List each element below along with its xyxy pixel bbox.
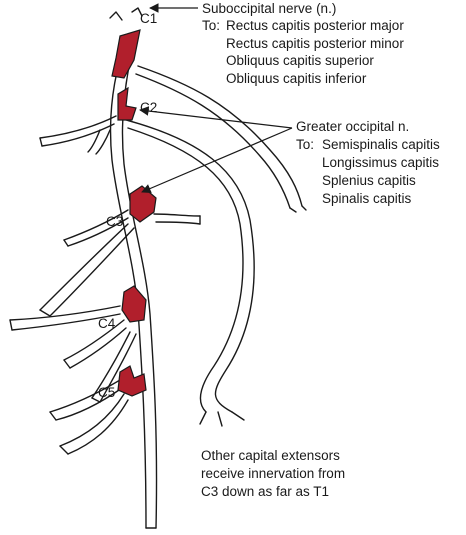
c1-lateral-branch bbox=[137, 65, 303, 207]
root-c4 bbox=[121, 285, 147, 323]
level-label-c3: C3 bbox=[106, 214, 124, 229]
suboccipital-muscle-item: Rectus capitis posterior major bbox=[226, 18, 404, 33]
greater-occipital-to-prefix: To: bbox=[296, 137, 315, 152]
level-label-c4: C4 bbox=[98, 316, 116, 331]
note-line: C3 down as far as T1 bbox=[201, 484, 330, 499]
greater-occipital-muscle-item: Spinalis capitis bbox=[322, 191, 412, 206]
greater-occipital-muscle-item: Longissimus capitis bbox=[322, 155, 440, 170]
level-label-c1: C1 bbox=[140, 11, 158, 26]
c2-left-branch bbox=[39, 115, 117, 139]
greater-occipital-muscle-item: Splenius capitis bbox=[322, 173, 416, 188]
suboccipital-title: Suboccipital nerve (n.) bbox=[202, 1, 337, 16]
leader-arrows bbox=[139, 3, 293, 194]
note-line: Other capital extensors bbox=[201, 448, 340, 463]
c5-left-branch bbox=[49, 379, 121, 413]
c4-left-branch bbox=[9, 305, 121, 321]
root-c5 bbox=[117, 365, 147, 397]
long-lateral-branch-inner bbox=[127, 127, 244, 413]
suboccipital-muscle-item: Rectus capitis posterior minor bbox=[226, 36, 404, 51]
c3-descending-branch bbox=[39, 223, 129, 311]
greater-occipital-arrow-c2 bbox=[139, 106, 293, 129]
greater-occipital-title: Greater occipital n. bbox=[296, 119, 410, 134]
nerve-roots bbox=[111, 29, 157, 397]
greater-occipital-muscle-item: Semispinalis capitis bbox=[322, 137, 440, 152]
main-trunk bbox=[109, 39, 147, 529]
suboccipital-to-prefix: To: bbox=[202, 18, 221, 33]
c3-left-branch bbox=[63, 209, 129, 241]
suboccipital-muscle-item: Obliquus capitis inferior bbox=[226, 71, 367, 86]
long-lateral-branch bbox=[125, 119, 255, 413]
suboccipital-muscle-item: Obliquus capitis superior bbox=[226, 53, 374, 68]
note-line: receive innervation from bbox=[201, 466, 346, 481]
greater-occipital-arrow-c3 bbox=[141, 127, 293, 194]
root-c1 bbox=[111, 29, 141, 79]
root-c2 bbox=[117, 86, 137, 121]
level-label-c5: C5 bbox=[98, 385, 116, 400]
level-label-c2: C2 bbox=[140, 100, 158, 115]
nerve-branches bbox=[9, 7, 307, 529]
